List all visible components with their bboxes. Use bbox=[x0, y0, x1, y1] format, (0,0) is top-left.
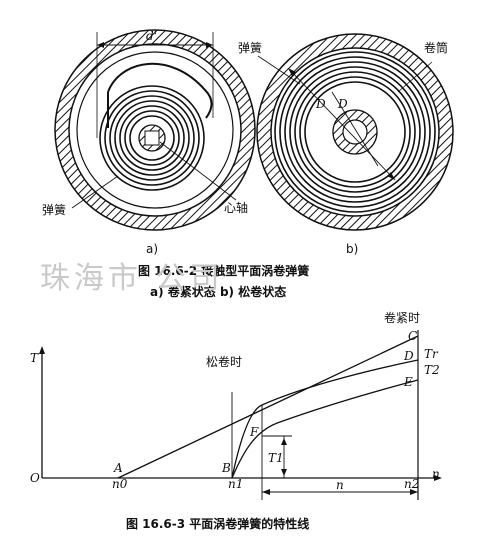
tick-n0: n0 bbox=[112, 477, 128, 491]
tighten-label: 卷紧时 bbox=[384, 310, 420, 325]
point-E: E bbox=[403, 375, 413, 389]
figure-subcaption-16-6-2: a) 卷紧状态 b) 松卷状态 bbox=[150, 284, 286, 299]
sublabel-a: a) bbox=[146, 242, 158, 256]
spring-diagram-tight bbox=[54, 29, 256, 231]
dim-label-d-prime: d' bbox=[146, 29, 157, 43]
point-B: B bbox=[221, 461, 231, 475]
torque-T1-label: T1 bbox=[268, 451, 284, 465]
point-A: A bbox=[113, 461, 123, 475]
drum-label: 卷筒 bbox=[424, 40, 448, 55]
tick-n1: n1 bbox=[228, 477, 243, 491]
figure-caption-16-6-3: 图 16.6-3 平面涡卷弹簧的特性线 bbox=[126, 516, 309, 531]
origin-label: O bbox=[30, 471, 40, 485]
characteristic-chart bbox=[39, 330, 442, 500]
watermark: 珠海市 公司 bbox=[40, 261, 224, 296]
y-axis-label: T bbox=[30, 351, 39, 365]
spring-label-left: 弹簧 bbox=[42, 202, 66, 217]
point-C: C bbox=[408, 329, 417, 343]
point-F: F bbox=[249, 425, 259, 439]
torque-Tr-label: Tr bbox=[424, 347, 439, 361]
sublabel-b: b) bbox=[346, 242, 358, 256]
figure-caption-16-6-2: 图 16.6-2 接触型平面涡卷弹簧 bbox=[138, 263, 309, 278]
torque-T2-label: T2 bbox=[424, 363, 440, 377]
x-axis-label: n bbox=[432, 467, 440, 481]
diameter-label-1: D bbox=[315, 97, 326, 111]
core-label: 心轴 bbox=[224, 200, 248, 215]
diameter-label-2: D bbox=[337, 97, 348, 111]
loosen-label: 松卷时 bbox=[206, 354, 242, 369]
spring-label-right: 弹簧 bbox=[238, 40, 262, 55]
spring-diagram-loose bbox=[256, 33, 454, 231]
tick-n2: n2 bbox=[404, 477, 419, 491]
span-n-label: n bbox=[336, 478, 344, 492]
point-D: D bbox=[403, 349, 414, 363]
